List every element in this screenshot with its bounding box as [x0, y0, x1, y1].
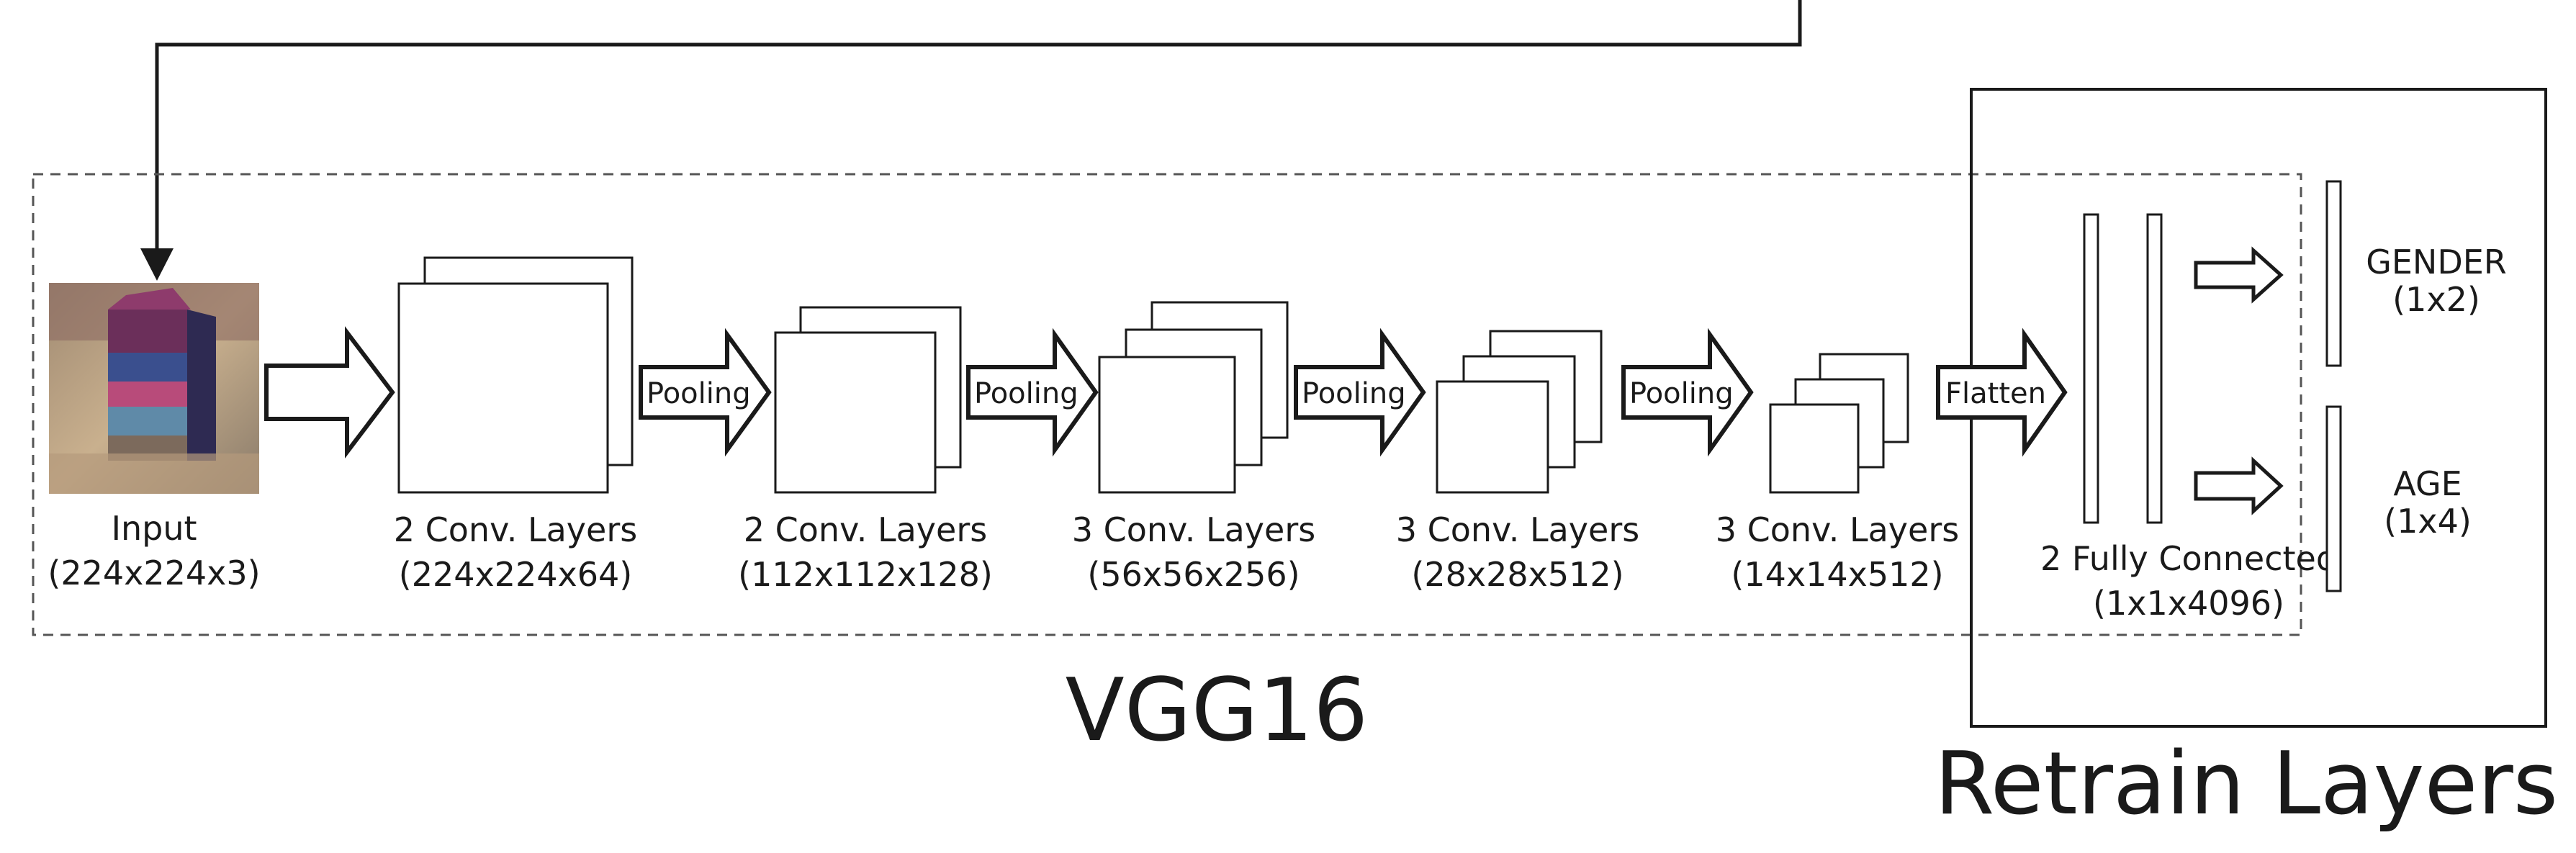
pooling-arrow-2-label: Pooling — [974, 377, 1078, 410]
pooling-arrow-3-label: Pooling — [1302, 377, 1406, 410]
age-dims: (1x4) — [2384, 502, 2472, 541]
pooling-arrow-1 — [639, 328, 772, 457]
fc-dims: (1x1x4096) — [2093, 584, 2284, 623]
pooling-arrow-2 — [966, 328, 1099, 457]
gender-label: GENDER — [2366, 243, 2507, 281]
pooling-arrow-4-label: Pooling — [1629, 377, 1734, 410]
gender-dims: (1x2) — [2392, 280, 2480, 319]
pooling-arrow-1-label: Pooling — [647, 377, 751, 410]
conv-block-5-label: 3 Conv. Layers — [1716, 510, 1959, 549]
conv-block-3-dims: (56x56x256) — [1087, 555, 1300, 594]
conv-block-5 — [1769, 353, 1909, 494]
gender-output-layer — [2325, 180, 2342, 367]
retrain-title: Retrain Layers — [1935, 734, 2558, 834]
forward-arrow — [264, 326, 395, 459]
fc-layer-1 — [2083, 213, 2099, 524]
age-arrow — [2194, 456, 2284, 515]
conv-block-1-label: 2 Conv. Layers — [394, 510, 637, 549]
age-label: AGE — [2393, 464, 2462, 503]
fc-label: 2 Fully Connected — [2040, 539, 2337, 578]
conv-block-4-label: 3 Conv. Layers — [1396, 510, 1639, 549]
pooling-arrow-4 — [1621, 328, 1754, 457]
conv-block-2 — [774, 306, 962, 494]
conv-block-1-dims: (224x224x64) — [399, 555, 632, 594]
pooling-arrow-3 — [1294, 328, 1426, 457]
conv-block-5-dims: (14x14x512) — [1731, 555, 1943, 594]
conv-block-3-label: 3 Conv. Layers — [1072, 510, 1315, 549]
vgg16-region — [32, 173, 2302, 636]
feedback-arrowhead — [140, 248, 174, 281]
input-image — [49, 283, 259, 494]
flatten-arrow — [1936, 328, 2068, 457]
flatten-arrow-label: Flatten — [1945, 377, 2046, 410]
retrain-region — [1970, 88, 2547, 728]
fc-layer-2 — [2146, 213, 2163, 524]
conv-block-3 — [1098, 301, 1289, 494]
input-dims: (224x224x3) — [48, 554, 260, 592]
conv-block-4-dims: (28x28x512) — [1411, 555, 1623, 594]
conv-block-2-dims: (112x112x128) — [738, 555, 993, 594]
conv-block-2-label: 2 Conv. Layers — [744, 510, 987, 549]
age-output-layer — [2325, 405, 2342, 592]
gender-arrow — [2194, 246, 2284, 304]
feedback-arrow — [155, 0, 1802, 259]
conv-block-1 — [397, 256, 634, 494]
input-label: Input — [111, 509, 197, 548]
conv-block-4 — [1436, 330, 1603, 494]
vgg16-title: VGG16 — [1066, 661, 1369, 761]
